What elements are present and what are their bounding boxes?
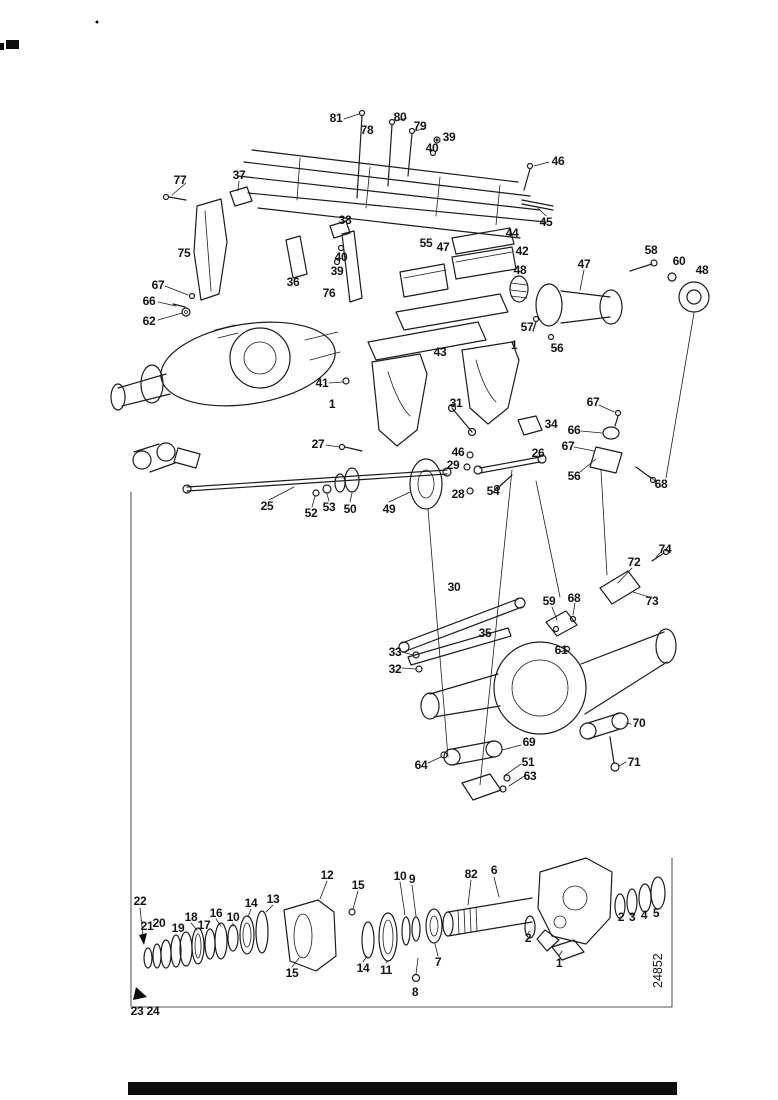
frame-rails: [237, 149, 547, 239]
right-mount-cluster: [573, 404, 657, 484]
yoke-and-tie-rod: [132, 442, 452, 501]
right-driveline: [535, 259, 710, 479]
front-axle-assembly: [110, 285, 341, 411]
long-leader-lines: [130, 469, 673, 1008]
scan-marks: [0, 20, 677, 1095]
rear-axle-assembly: [420, 548, 677, 801]
left-brackets: [162, 180, 363, 303]
center-mount-boxes: [399, 227, 555, 341]
top-bolts: [343, 109, 554, 217]
crossmember-brackets: [311, 293, 547, 510]
bottom-exploded-shaft: [133, 857, 666, 1000]
drawing-number: 24852: [651, 953, 665, 988]
panhard-rod-and-plate: [398, 597, 526, 673]
